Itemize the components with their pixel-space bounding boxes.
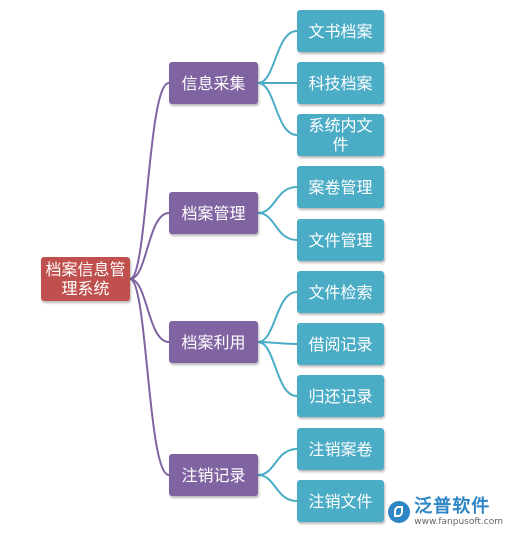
leaf-node-label: 文件管理 (308, 230, 373, 250)
leaf-node-zhuxiao-wenjian: 注销文件 (297, 480, 384, 522)
leaf-node-label: 文件检索 (308, 282, 373, 302)
root-to-branch-connector (129, 82, 170, 280)
leaf-node-wenjian-jiansuo: 文件检索 (297, 271, 384, 313)
leaf-node-label: 归还记录 (308, 386, 373, 406)
leaf-node-jieyue-jilu: 借阅记录 (297, 323, 384, 365)
root-to-branch-connector (129, 278, 170, 343)
leaf-node-label: 借阅记录 (308, 334, 373, 354)
leaf-node-label: 文书档案 (308, 21, 373, 41)
root-to-branch-connector (129, 278, 170, 476)
root-node: 档案信息管理系统 (41, 257, 130, 301)
leaf-node-label: 案卷管理 (308, 177, 373, 197)
watermark-url: www.fanpusoft.com (414, 517, 503, 527)
branch-to-leaf-connector (257, 291, 298, 343)
root-node-label: 档案信息管理系统 (45, 260, 126, 298)
leaf-node-guihuan-jilu: 归还记录 (297, 375, 384, 417)
branch-to-leaf-connector (257, 30, 298, 84)
branch-node-zhuxiao-jilu: 注销记录 (169, 454, 258, 496)
branch-to-leaf-connector (257, 474, 298, 502)
leaf-node-label: 注销案卷 (308, 439, 373, 459)
branch-node-label: 信息采集 (181, 73, 246, 93)
leaf-node-wenshu-dangan: 文书档案 (297, 10, 384, 52)
leaf-node-label: 注销文件 (308, 491, 373, 511)
leaf-node-label: 科技档案 (308, 73, 373, 93)
branch-to-leaf-connector (257, 448, 298, 476)
leaf-node-keji-dangan: 科技档案 (297, 62, 384, 104)
leaf-node-xitongnei-wenjian: 系统内文件 (297, 114, 384, 156)
leaf-node-anjuan-guanli: 案卷管理 (297, 166, 384, 208)
leaf-node-label: 系统内文件 (308, 116, 373, 154)
root-to-branch-connector (129, 212, 170, 280)
branch-to-leaf-connector (257, 186, 298, 214)
leaf-node-zhuxiao-anjuan: 注销案卷 (297, 428, 384, 470)
branch-node-label: 档案利用 (181, 332, 246, 352)
branch-node-dangan-liyong: 档案利用 (169, 321, 258, 363)
fanpu-watermark: 泛普软件 www.fanpusoft.com (388, 497, 503, 527)
branch-node-xinxi-caiji: 信息采集 (169, 62, 258, 104)
branch-to-leaf-connector (257, 82, 298, 136)
watermark-name: 泛普软件 (414, 496, 491, 517)
watermark-text: 泛普软件 www.fanpusoft.com (414, 496, 503, 528)
leaf-node-wenjian-guanli: 文件管理 (297, 219, 384, 261)
fanpu-logo-icon (388, 501, 411, 523)
branch-node-dangan-guanli: 档案管理 (169, 192, 258, 234)
branch-node-label: 档案管理 (181, 203, 246, 223)
branch-to-leaf-connector (257, 341, 298, 397)
branch-node-label: 注销记录 (181, 465, 246, 485)
branch-to-leaf-connector (257, 212, 298, 241)
